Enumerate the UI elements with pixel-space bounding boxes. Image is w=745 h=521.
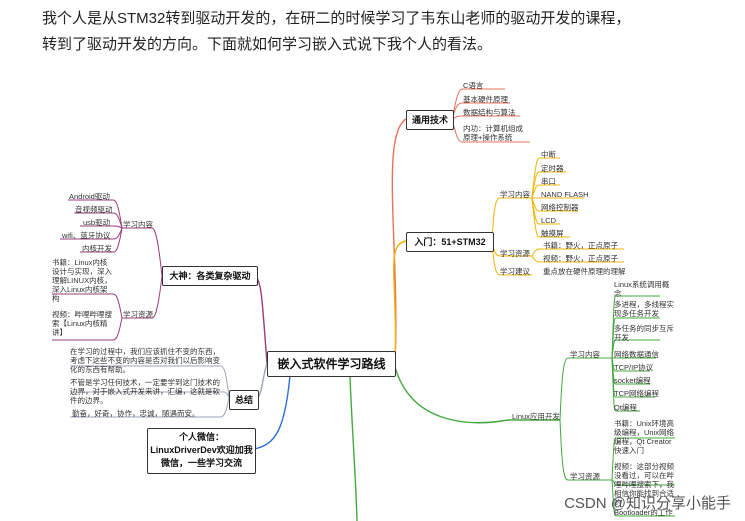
general-tech-node: 通用技术 — [406, 110, 454, 130]
intro-line-1: 我个人是从STM32转到驱动开发的，在研二的时候学习了韦东山老师的驱动开发的课程… — [42, 10, 631, 27]
intro51-resource-label: 学习资源 — [500, 249, 530, 258]
intro-line-2: 转到了驱动开发的方向。下面就如何学习嵌入式说下我个人的看法。 — [42, 36, 493, 53]
intro51-content-item: 定时器 — [541, 164, 564, 173]
center-node: 嵌入式软件学习路线 — [267, 351, 396, 377]
master-resource-label: 学习资源 — [123, 310, 153, 319]
linux-resource-item: Bootloader的工作 — [614, 508, 673, 517]
master-books: 书籍：Linux内核设计与实现，深入理解LINUX内核，深入Linux内核架构 — [52, 258, 112, 303]
branch-intro51 — [393, 240, 407, 364]
linux-content-item: 网络数据通信 — [614, 350, 659, 359]
branch-master — [255, 275, 268, 364]
master-content-item: 内核开发 — [82, 244, 112, 253]
intro51-content-item: 串口 — [541, 177, 556, 186]
intro51-suggest-label: 学习建议 — [500, 267, 530, 276]
intro51-content-item: 中断 — [541, 150, 556, 159]
linux-content-item: TCP网络编程 — [614, 389, 659, 398]
linux-content-item: 多进程，多线程实现多任务开发 — [614, 300, 674, 318]
intro51-resource-item: 视频：野火，正点原子 — [543, 254, 618, 263]
intro51-content-label: 学习内容 — [500, 190, 530, 199]
linux-content-item: Linux系统调用概念 — [614, 280, 670, 298]
intro-paragraph: 我个人是从STM32转到驱动开发的，在研二的时候学习了韦东山老师的驱动开发的课程… — [42, 6, 722, 58]
general-item: 内功：计算机组成原理+操作系统 — [463, 124, 523, 142]
master-content-item: 音视频驱动 — [75, 205, 113, 214]
linux-content-item: 多任务的同步互斥开发 — [614, 324, 674, 342]
general-item: 数据结构与算法 — [463, 108, 516, 117]
linux-resource-label: 学习资源 — [570, 472, 600, 481]
master-video: 视频：哔哩哔哩搜索【Linux内核精讲】 — [52, 310, 112, 337]
linux-resource-item: 视频：这部分视频没看过，可以在哔哩哔哩搜索下，我相信你能找到合适的 — [614, 462, 674, 507]
intro51-resource-item: 书籍：野火，正点原子 — [543, 241, 618, 250]
intro51-content-item: LCD — [541, 216, 557, 225]
linux-content-item: Qt编程 — [614, 403, 637, 412]
linux-resource-item: 书籍：Unix环境高级编程，Unix网络编程，Qt Creator快速入门 — [614, 419, 675, 455]
master-content-item: usb驱动 — [83, 218, 111, 227]
csdn-watermark: CSDN @知识分享小能手 — [564, 495, 731, 512]
intro51-content-item: 触摸屏 — [541, 229, 564, 238]
branch-wechat — [253, 374, 291, 450]
linux-app-node: Linux应用开发 — [512, 412, 560, 421]
general-item: C语言 — [463, 81, 484, 90]
wechat-node: 个人微信：LinuxDriverDev欢迎加我微信，一些学习交流 — [147, 428, 256, 474]
branch-linux — [393, 362, 560, 424]
intro51-content-item: NAND FLASH — [541, 190, 589, 199]
master-node: 大神：各类复杂驱动 — [162, 266, 258, 286]
linux-content-item: TCP/IP协议 — [614, 363, 654, 372]
master-content-item: Android驱动 — [69, 192, 110, 201]
linux-content-label: 学习内容 — [570, 350, 600, 359]
intro51-suggest: 重点放在硬件原理的理解 — [543, 267, 626, 276]
intro51-node: 入门：51+STM32 — [406, 232, 494, 252]
summary-item: 勤奋，好奇，协作，忠诚，随遇而安。 — [72, 409, 200, 418]
master-content-label: 学习内容 — [123, 220, 153, 229]
summary-node: 总结 — [229, 390, 259, 410]
summary-item: 在学习的过程中，我们应该抓住不变的东西，考虑下这些不变的内容是否对我们以后影响变… — [70, 347, 220, 374]
master-content-item: wifi、蓝牙协议 — [62, 231, 111, 240]
linux-content-item: socket编程 — [614, 376, 651, 385]
intro51-content-item: 网络控制器 — [541, 203, 579, 212]
general-item: 基本硬件原理 — [463, 95, 508, 104]
summary-item: 不管是学习任何技术，一定要学到这门技术的边界，对于嵌入式开发来讲，汇编，这就是软… — [70, 378, 220, 405]
